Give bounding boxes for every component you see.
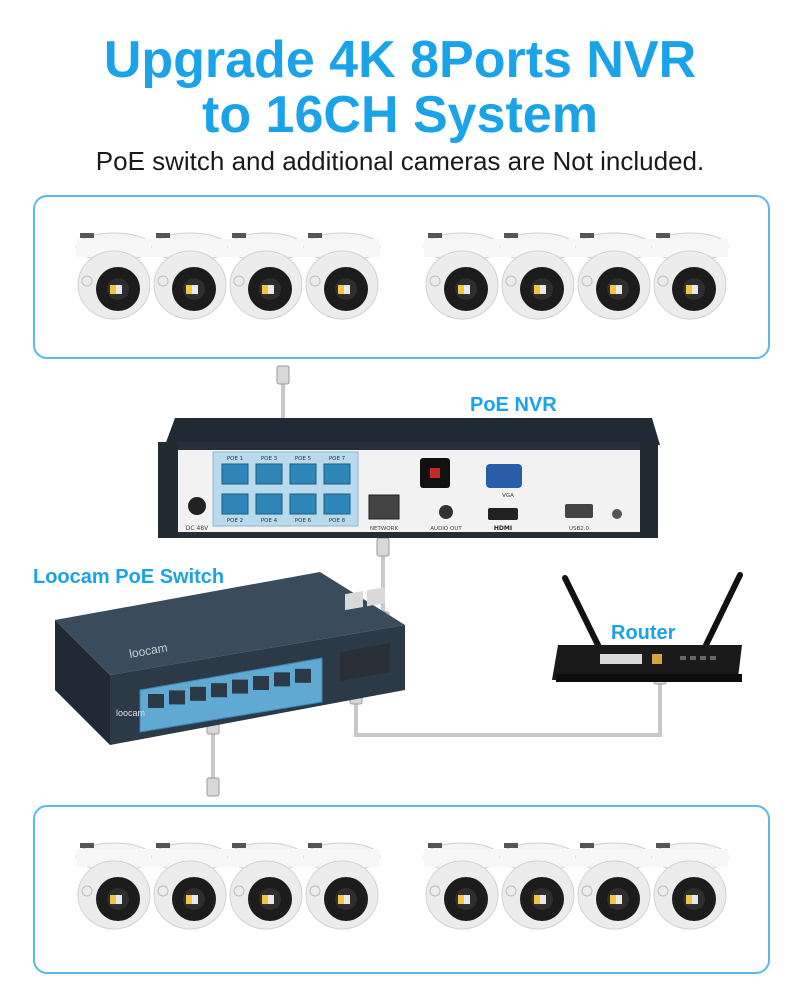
switch-poe-port: [211, 683, 227, 698]
rj45-plug: [276, 365, 290, 385]
switch-poe-port: [295, 668, 311, 683]
nvr-poe-port: [323, 493, 351, 515]
cable-switch-to-router: [354, 680, 662, 737]
audio-out-jack: [439, 505, 453, 519]
turret-camera: [423, 842, 501, 930]
nvr-poe-label: POE 7: [329, 456, 346, 462]
hdmi-label: HDMI: [494, 525, 512, 532]
nvr-poe-ports: POE 1 POE 2 POE 3 POE 4 POE 5 POE 6 POE 7 POE 8: [221, 456, 351, 524]
usb-port: [565, 504, 593, 518]
switch-poe-port: [253, 676, 269, 690]
router-lan-ports: [600, 654, 642, 664]
turret-camera: [575, 842, 653, 930]
switch-poe-port: [190, 686, 206, 701]
title-line-2: to 16CH System: [202, 86, 598, 144]
hdmi-port: [488, 508, 518, 520]
nvr-label: PoE NVR: [470, 394, 557, 416]
turret-camera: [75, 842, 153, 930]
switch-poe-port: [148, 694, 164, 708]
nvr-poe-label: POE 4: [261, 518, 278, 524]
dc-label: DC 48V: [186, 525, 209, 532]
nvr-poe-label: POE 5: [295, 456, 312, 462]
turret-camera: [499, 842, 577, 930]
turret-camera: [651, 842, 729, 930]
poe-switch-device: loocam loocam: [55, 572, 405, 745]
vga-label: VGA: [502, 493, 514, 499]
turret-camera: [227, 842, 305, 930]
nvr-poe-port: [289, 493, 317, 515]
turret-camera: [651, 232, 729, 320]
audio-label: AUDIO OUT: [430, 526, 462, 532]
nvr-poe-label: POE 6: [295, 518, 312, 524]
dc-power-jack: [188, 497, 206, 515]
turret-camera: [303, 232, 381, 320]
nvr-poe-port: [289, 463, 317, 485]
turret-camera: [227, 232, 305, 320]
usb-label: USB2.0: [569, 526, 590, 532]
turret-camera: [575, 232, 653, 320]
nvr-poe-label: POE 2: [227, 518, 243, 524]
nvr-poe-label: POE 1: [227, 456, 243, 462]
nvr-poe-port: [221, 493, 249, 515]
nvr-poe-port: [323, 463, 351, 485]
turret-camera: [75, 232, 153, 320]
switch-brand-front: loocam: [116, 708, 145, 718]
turret-camera: [151, 232, 229, 320]
ground-screw: [612, 509, 622, 519]
uplink-port-2: [367, 587, 385, 607]
uplink-port-1: [345, 590, 363, 611]
switch-label: Loocam PoE Switch: [33, 566, 225, 588]
router-label: Router: [611, 622, 676, 644]
network-port: [368, 494, 400, 520]
router-wan-port: [652, 654, 662, 664]
nvr-poe-port: [255, 463, 283, 485]
turret-camera: [151, 842, 229, 930]
title-line-1: Upgrade 4K 8Ports NVR: [103, 31, 697, 89]
nvr-poe-port: [255, 493, 283, 515]
turret-camera: [499, 232, 577, 320]
rj45-plug: [376, 537, 390, 557]
nvr-device: POE 1 POE 2 POE 3 POE 4 POE 5 POE 6 POE 7 POE 8…: [158, 418, 660, 538]
switch-poe-port: [169, 690, 185, 705]
turret-camera: [303, 842, 381, 930]
nvr-poe-label: POE 3: [261, 456, 278, 462]
vga-port: [486, 464, 522, 488]
switch-poe-port: [232, 679, 248, 694]
switch-poe-ports: [148, 668, 311, 708]
subtitle: PoE switch and additional cameras are No…: [95, 146, 705, 176]
switch-poe-port: [274, 672, 290, 687]
network-label: NETWORK: [370, 526, 399, 532]
nvr-poe-label: POE 8: [329, 518, 346, 524]
router-device: [552, 572, 743, 682]
turret-camera: [423, 232, 501, 320]
switch-brand-top: loocam: [128, 640, 169, 661]
nvr-poe-port: [221, 463, 249, 485]
rj45-plug: [206, 777, 220, 797]
